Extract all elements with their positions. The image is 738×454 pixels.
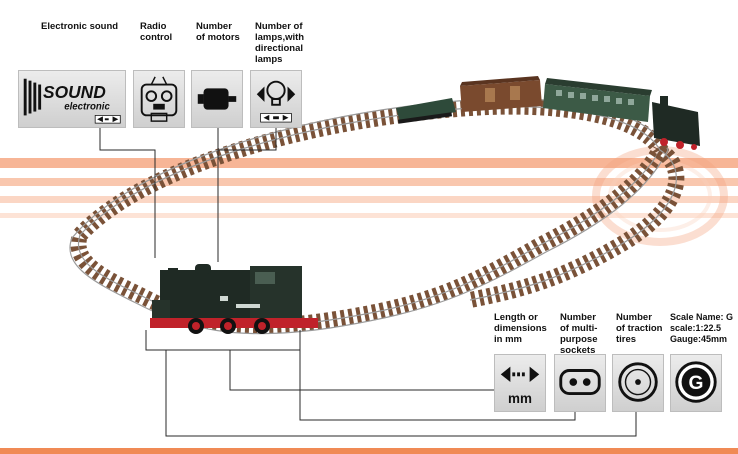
motor-icon — [191, 70, 243, 128]
multipurpose-socket-icon — [554, 354, 606, 412]
open-wagon — [396, 98, 456, 124]
passenger-coach — [543, 78, 652, 122]
label-electronic-sound: Electronic sound — [41, 21, 119, 32]
label-traction-tires: Number of traction tires — [616, 312, 663, 345]
stripe-1 — [0, 158, 738, 168]
gauge-g-icon: G — [670, 354, 722, 412]
svg-text:mm: mm — [508, 391, 532, 406]
box-car — [460, 76, 542, 112]
locomotive-back — [652, 96, 700, 150]
label-number-of-lamps: Number of lamps,with directional lamps — [255, 21, 305, 65]
bottom-bar — [0, 448, 738, 454]
label-multipurpose-sockets: Number of multi- purpose sockets — [560, 312, 598, 356]
directional-lamps-icon — [250, 70, 302, 128]
stripe-3 — [0, 196, 738, 203]
svg-text:G: G — [689, 373, 704, 394]
stripe-4 — [0, 213, 738, 218]
svg-text:SOUND: SOUND — [43, 82, 106, 102]
label-radio-control: Radio control — [140, 21, 173, 43]
sound-electronic-icon: SOUND electronic — [18, 70, 126, 128]
radio-control-icon — [133, 70, 185, 128]
label-length-dimensions: Length or dimensions in mm — [494, 312, 547, 345]
length-dimension-icon: mm — [494, 354, 546, 412]
stripe-2 — [0, 178, 738, 186]
traction-tire-icon — [612, 354, 664, 412]
svg-text:electronic: electronic — [64, 102, 110, 113]
label-number-of-motors: Number of motors — [196, 21, 240, 43]
label-scale-gauge: Scale Name: G scale:1:22.5 Gauge:45mm — [670, 312, 734, 344]
